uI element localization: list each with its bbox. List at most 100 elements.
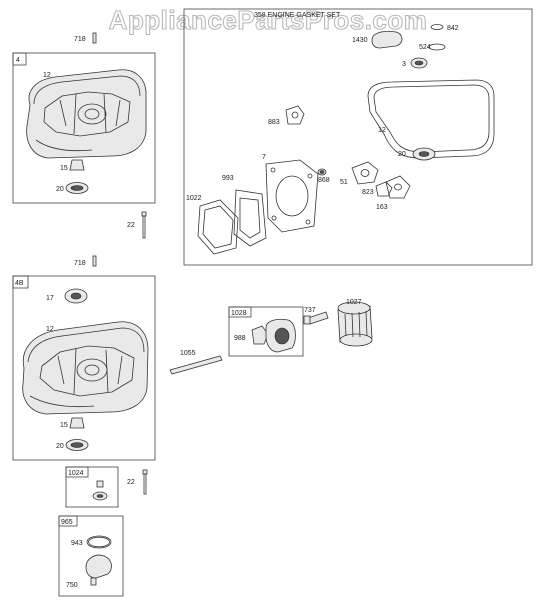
oil-filter-flutes [344,310,368,338]
gasket-set-frame: 358 ENGINE GASKET SET [183,8,533,266]
sump-b-bearing-hole [84,364,100,376]
label-163: 163 [376,204,388,211]
bolt-22-top-shank [142,215,146,239]
bolt-22-bottom-shank [143,473,147,495]
seal-868 [317,168,327,176]
label-7: 7 [262,154,266,161]
label-20-kit: 20 [398,151,406,158]
label-823: 823 [362,189,374,196]
gasket-823 [375,181,393,197]
filter-adapter-border [228,306,304,357]
gasket-1022 [197,199,239,255]
cover-kit-number: 965 [61,519,73,526]
seal-3 [410,57,428,69]
label-842: 842 [447,25,459,32]
label-1022: 1022 [186,195,202,202]
sump-box-b: 4B [12,275,156,461]
gasket-51 [351,161,379,185]
cover-plate [85,554,112,579]
sump-a-flange [35,139,93,152]
label-51: 51 [340,179,348,186]
bolt-22-top [141,211,147,239]
gasket-993-inner [239,197,261,239]
seal-868-inner [319,170,325,174]
bolt-22-bottom-head [142,469,148,475]
filter-nipple-737 [303,311,329,325]
gasket-set-border [183,8,533,266]
oil-filter-top [337,301,371,315]
dowel-718-top [92,32,97,44]
seal-20-kit-inner [418,151,430,157]
washer-842 [430,24,444,30]
sump-a-bearing-hole [84,108,100,120]
bolt-22-top-head [141,211,147,217]
seal-20-b-inner [70,442,84,448]
o-ring-943 [86,535,112,549]
plug-15-a-shape [69,159,85,171]
gasket-883-hole [291,111,299,119]
label-718-mid: 718 [74,260,86,267]
sump-a-inner [43,91,131,137]
seal-20-kit [412,147,436,161]
sump-b-flange [29,395,95,408]
sump-box-a-border [12,52,156,204]
sump-gasket-12 [367,79,495,159]
screw-750 [90,577,97,586]
head-gasket-7-hole-4 [271,215,277,221]
label-524: 524 [419,44,431,51]
sump-box-b-tag [12,275,29,289]
dipstick-tube-1055 [169,355,223,375]
seal-kit-box: 1024 [65,466,119,508]
oil-filter-adapter-port [274,327,290,345]
label-20-b: 20 [56,443,64,450]
plug-15-b [69,417,85,429]
sump-b-inner [39,345,135,397]
label-22-bottom: 22 [127,479,135,486]
sump-b-bearing-boss [76,358,108,382]
gasket-163 [385,175,411,199]
gasket-set-title: 358 ENGINE GASKET SET [254,12,341,19]
gasket-993 [233,189,267,247]
bearing-17 [64,288,88,304]
cover-kit-border [58,515,124,597]
sump-a-bearing-boss [77,103,107,125]
sump-box-b-border [12,275,156,461]
seal-20-a-inner [70,185,84,191]
head-gasket-7-hole-3 [305,219,311,225]
seal-kit-tag [65,466,89,478]
label-12-b: 12 [46,326,54,333]
label-1430: 1430 [352,37,368,44]
dowel-718-mid [92,255,97,267]
label-12-kit: 12 [378,127,386,134]
label-20-a: 20 [56,186,64,193]
label-3: 3 [402,61,406,68]
label-12-a: 12 [43,72,51,79]
label-15-b: 15 [60,422,68,429]
filter-adapter-tag [228,306,252,318]
filter-adapter-box: 1028 [228,306,304,357]
bolt-22-bottom [142,469,148,495]
o-ring-943-inner [88,536,110,548]
label-22-top: 22 [127,222,135,229]
sump-a-gasket-rim [33,75,141,105]
cover-kit-tag [58,515,78,527]
label-15-a: 15 [60,165,68,172]
label-868: 868 [318,177,330,184]
seal-kit-border [65,466,119,508]
head-gasket-7-hole-2 [307,173,313,179]
head-gasket-7-bore [275,175,309,217]
sump-box-a-tag [12,52,27,66]
sump-a-ribs [59,93,121,135]
watermark-text: AppliancePartsPros.com [109,5,428,35]
label-17: 17 [46,295,54,302]
seal-20-b [65,439,89,451]
label-883: 883 [268,119,280,126]
sump-box-b-number: 4B [15,280,24,287]
gasket-51-hole [360,169,370,177]
oil-filter-1027 [337,301,373,347]
bearing-17-inner [70,292,82,300]
sump-gasket-12-inner [373,84,490,153]
sump-b-ribs [57,347,123,395]
filter-adapter-number: 1028 [231,310,247,317]
